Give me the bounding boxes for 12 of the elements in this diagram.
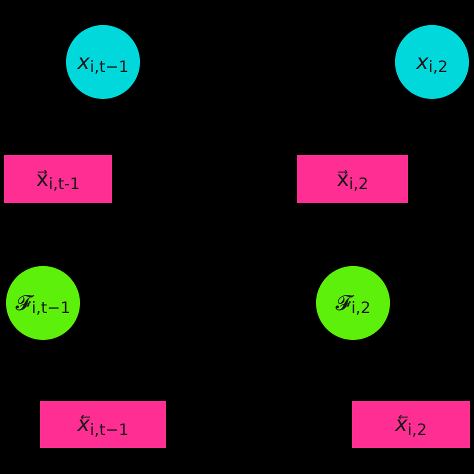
math-label: x$_{i,2}$ (416, 52, 448, 72)
math-label: 𝓕$_{i,t−1}$ (16, 292, 70, 314)
state-box (297, 155, 408, 203)
math-label: x$_{i,t−1}$ (77, 52, 129, 72)
math-label: 𝓕$_{i,2}$ (335, 292, 371, 314)
math-label: x⃖$_{i,t−1}$ (77, 414, 129, 435)
math-label: x⃗$_{i,t-1}$ (36, 168, 80, 190)
state-box (40, 401, 166, 448)
state-box (4, 155, 112, 203)
state-box (352, 401, 470, 448)
math-label: x⃖$_{i,2}$ (395, 414, 427, 435)
math-label: x⃗$_{i,2}$ (336, 168, 368, 190)
